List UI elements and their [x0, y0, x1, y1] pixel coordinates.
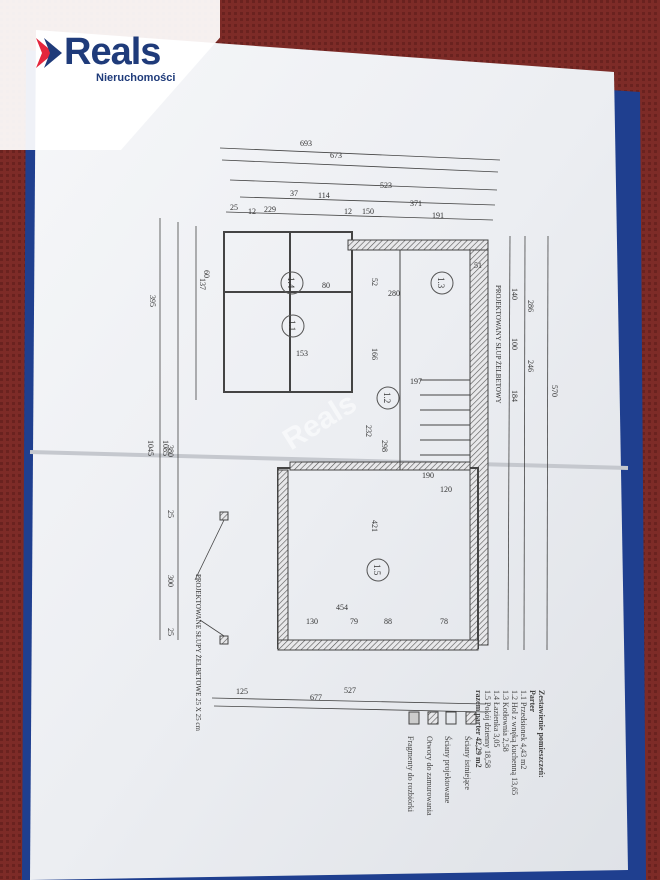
legend-keys [408, 711, 477, 725]
dimension-label: 140 [510, 288, 519, 300]
dimension-label: 677 [310, 693, 322, 702]
reals-logo: Reals Nieruchomości [0, 0, 220, 150]
dimension-label: 130 [306, 617, 318, 626]
dimension-label: 232 [364, 425, 373, 437]
dimension-label: 229 [264, 205, 276, 214]
schedule-total: razem parter 42,29 m2 [474, 690, 483, 768]
legend-key-label: Ściany projektowane [443, 736, 452, 804]
schedule-row: 1.5 Pokój dzienny 18,58 [483, 690, 492, 768]
dimension-label: 52 [370, 278, 379, 286]
dimension-lines [159, 147, 549, 713]
schedule-row: 1.1 Przedsionek 4,43 m2 [519, 690, 528, 770]
dimension-label: 114 [318, 191, 330, 200]
dimension-label: 184 [510, 390, 519, 402]
column-note-2: PROJEKTOWANY SŁUP ŻELBETOWY [494, 285, 502, 404]
dimension-label: 246 [526, 360, 535, 372]
dimension-label: 395 [148, 295, 157, 307]
plan-walls [194, 231, 489, 651]
dimension-label: 190 [422, 471, 434, 480]
schedule-row: 1.2 Hol z wnęką kuchenną 13,65 [510, 690, 519, 796]
room-schedule: Zestawienie pomieszczeń: Parter 1.1 Prze… [406, 690, 546, 840]
room-label: 1.4 [286, 277, 296, 289]
legend-key-label: Otwory do zamurowania [425, 736, 434, 816]
dimension-label: 120 [440, 485, 452, 494]
paper-fold [29, 450, 629, 470]
dimension-label: 37 [290, 189, 298, 198]
dimension-label: 137 [198, 278, 207, 290]
dimension-label: 51 [474, 261, 482, 270]
dimension-label: 380 [166, 445, 175, 457]
dimension-label: 88 [384, 617, 392, 626]
dimension-label: 197 [410, 377, 422, 386]
logo-subtitle: Nieruchomości [96, 72, 176, 84]
dimension-label: 1045 [146, 440, 155, 456]
room-label: 1.2 [382, 392, 392, 403]
legend-key-label: Ściany istniejące [463, 736, 472, 790]
dimension-numbers: 693 673 523 371 191 114 37 150 229 25 12… [146, 139, 559, 702]
dimension-label: 25 [166, 510, 175, 518]
schedule-row: 1.3 Kotłownia 2,58 [501, 690, 510, 752]
legend-key-label: Fragmenty do rozbiórki [406, 736, 415, 812]
dimension-label: 12 [344, 207, 352, 216]
dimension-label: 78 [440, 617, 448, 626]
dimension-label: 570 [550, 385, 559, 397]
dimension-label: 80 [322, 281, 330, 290]
schedule-row: 1.4 Łazienka 3,05 [492, 690, 501, 748]
dimension-label: 280 [388, 289, 400, 298]
column-note: PROJEKTOWANE SŁUPY ŻELBETOWE 25 X 25 cm [194, 574, 202, 732]
dimension-label: 693 [300, 139, 312, 148]
dimension-label: 153 [296, 349, 308, 358]
dimension-label: 60 [202, 270, 211, 278]
dimension-label: 12 [248, 207, 256, 216]
chevron-logo-icon [36, 38, 62, 68]
schedule-title: Zestawienie pomieszczeń: [537, 690, 546, 778]
room-label: 1.3 [436, 277, 446, 289]
dimension-label: 166 [370, 348, 379, 360]
dimension-label: 527 [344, 686, 356, 695]
dimension-label: 25 [230, 203, 238, 212]
dimension-label: 150 [362, 207, 374, 216]
dimension-label: 298 [380, 440, 389, 452]
plan-notes: PROJEKTOWANE SŁUPY ŻELBETOWE 25 X 25 cm … [194, 285, 502, 732]
room-label: 1.5 [372, 564, 382, 576]
dimension-label: 125 [236, 687, 248, 696]
room-label: 1.1 [287, 320, 297, 331]
dimension-label: 191 [432, 211, 444, 220]
dimension-label: 454 [336, 603, 348, 612]
dimension-label: 25 [166, 628, 175, 636]
room-labels: 1.4 1.1 1.3 1.2 1.5 [286, 277, 446, 576]
dimension-label: 523 [380, 181, 392, 190]
dimension-label: 1085 [161, 440, 170, 456]
dimension-label: 673 [330, 151, 342, 160]
dimension-label: 100 [510, 338, 519, 350]
dimension-label: 300 [166, 575, 175, 587]
dimension-label: 421 [370, 520, 379, 532]
logo-wordmark: Reals [64, 31, 161, 73]
dimension-label: 371 [410, 199, 422, 208]
schedule-floor: Parter [528, 690, 537, 713]
dimension-label: 286 [526, 300, 535, 312]
dimension-label: 79 [350, 617, 358, 626]
